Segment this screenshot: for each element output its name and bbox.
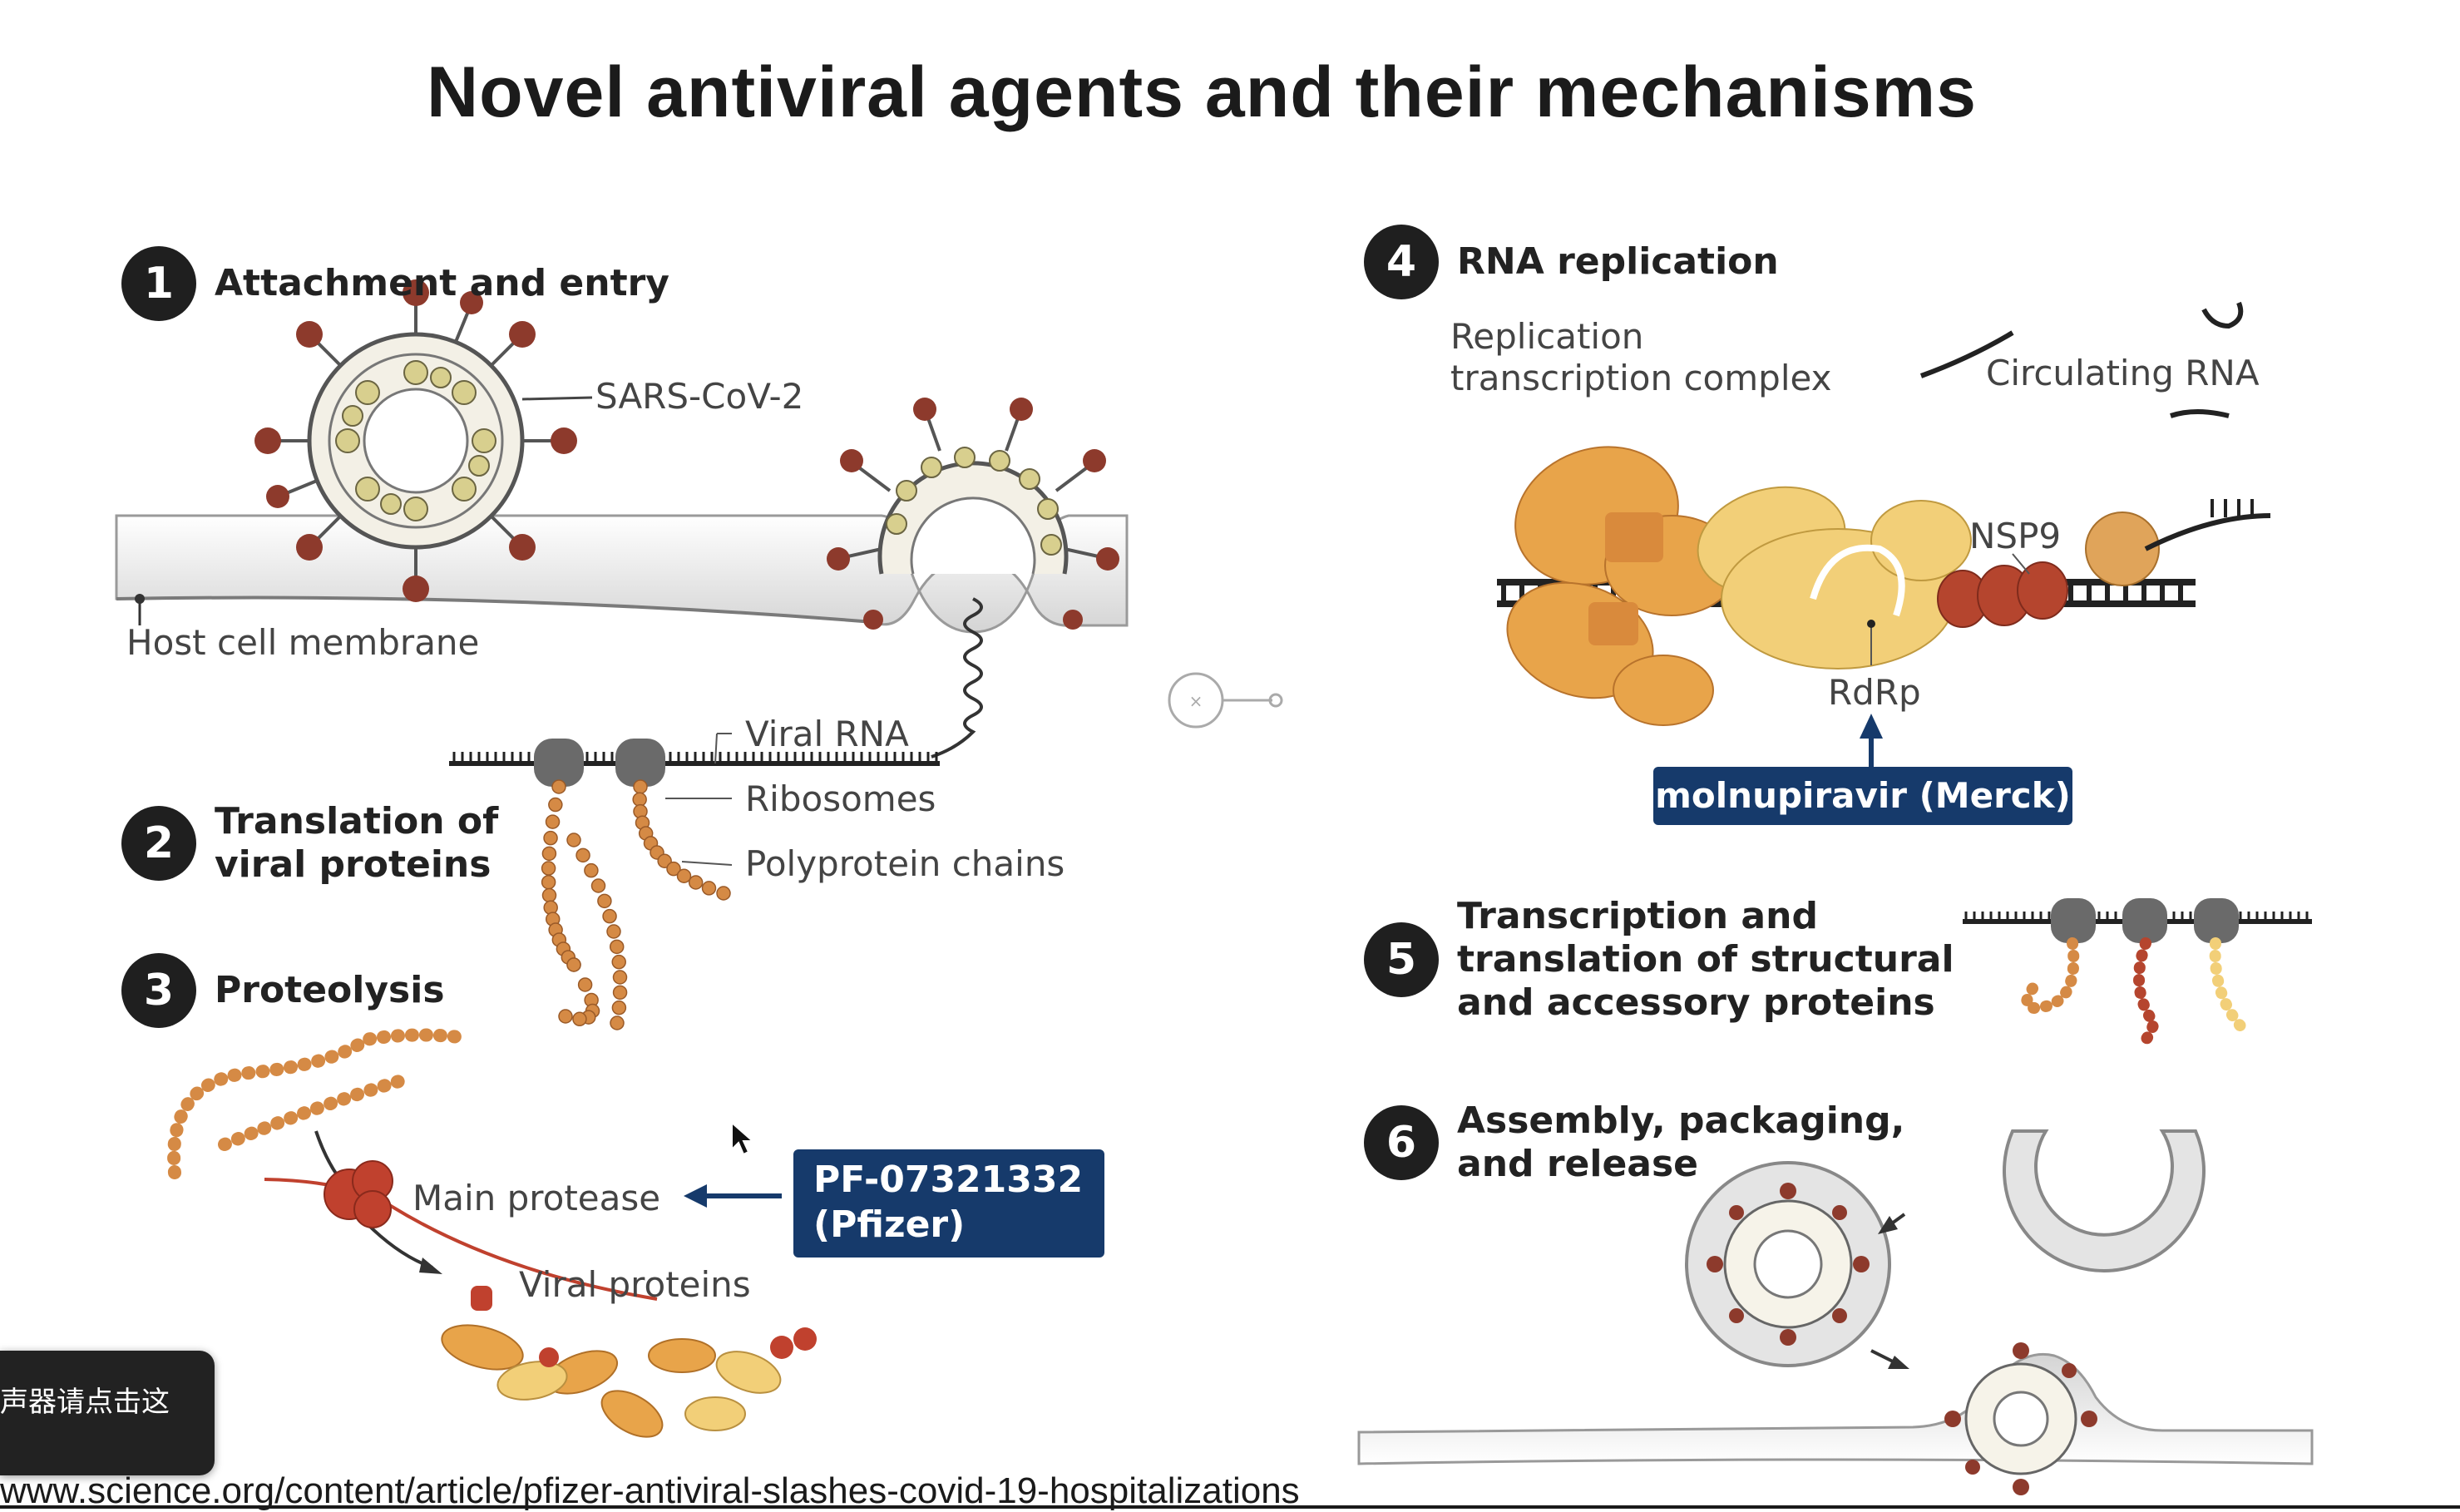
step-5-label-line3: and accessory proteins xyxy=(1457,981,1935,1024)
label-rdrp: RdRp xyxy=(1828,672,1921,713)
circulating-rna xyxy=(1919,301,2244,418)
step-5-label-line1: Transcription and xyxy=(1457,895,1818,937)
label-sars-cov-2: SARS-CoV-2 xyxy=(595,376,804,417)
step-5-label: Transcription and translation of structu… xyxy=(1457,895,1954,1025)
label-ribosomes: Ribosomes xyxy=(745,778,936,819)
step-4-number: 4 xyxy=(1364,225,1439,299)
source-url[interactable]: www.science.org/content/article/pfizer-a… xyxy=(0,1470,1300,1511)
step-5-label-line2: translation of structural xyxy=(1457,938,1954,981)
cleavage-line xyxy=(264,1178,658,1301)
drug-pfizer-name: PF-07321332 xyxy=(813,1159,1084,1201)
label-viral-rna: Viral RNA xyxy=(745,714,909,754)
fusing-virion xyxy=(827,398,1119,630)
step-4-label: RNA replication xyxy=(1457,240,1779,283)
bottom-divider xyxy=(0,1505,2460,1509)
label-main-protease: Main protease xyxy=(412,1178,661,1218)
step-5: 5 Transcription and translation of struc… xyxy=(1364,895,1954,1025)
ribosomes xyxy=(534,739,665,787)
drug-pfizer-company: (Pfizer) xyxy=(813,1203,966,1246)
main-protease-enzyme xyxy=(324,1160,393,1228)
label-nsp9: NSP9 xyxy=(1969,516,2062,556)
label-host-cell-membrane: Host cell membrane xyxy=(126,622,480,663)
media-slider-handle[interactable] xyxy=(1268,693,1283,708)
toast-text: 声器请点击这 xyxy=(0,1386,170,1419)
media-control-widget[interactable]: × xyxy=(1166,672,1291,730)
label-replication-line1: Replication xyxy=(1450,316,1644,357)
drug-box-merck: molnupiravir (Merck) xyxy=(1653,767,2072,825)
step-3-number: 3 xyxy=(121,953,196,1028)
step-6-number: 6 xyxy=(1364,1105,1439,1180)
step-6-label-line2: and release xyxy=(1457,1143,1699,1185)
step-2-label-line2: viral proteins xyxy=(215,843,492,886)
step-1: 1 Attachment and entry xyxy=(121,246,669,321)
step-1-label: Attachment and entry xyxy=(215,262,669,304)
step-2-label-line1: Translation of xyxy=(215,800,499,842)
step-3-label: Proteolysis xyxy=(215,969,445,1011)
step-1-number: 1 xyxy=(121,246,196,321)
step-2-label: Translation of viral proteins xyxy=(215,800,498,887)
drug-box-pfizer: PF-07321332 (Pfizer) xyxy=(793,1149,1104,1258)
sars-cov-2-virion xyxy=(254,279,577,602)
slide-title: Novel antiviral agents and their mechani… xyxy=(427,52,1977,132)
label-replication-complex: Replication transcription complex xyxy=(1450,316,1831,399)
viral-rna-coil xyxy=(931,597,983,758)
step-2-number: 2 xyxy=(121,806,196,881)
step-6-label: Assembly, packaging, and release xyxy=(1457,1099,1904,1186)
label-replication-line2: transcription complex xyxy=(1450,358,1832,398)
translation-strand xyxy=(1963,898,2312,1048)
svg-text:×: × xyxy=(1189,691,1203,711)
label-viral-proteins: Viral proteins xyxy=(519,1264,751,1305)
label-circulating-rna: Circulating RNA xyxy=(1986,353,2260,393)
step-6: 6 Assembly, packaging, and release xyxy=(1364,1099,1904,1186)
assembly-vesicles xyxy=(1357,1129,2314,1495)
viral-protein-fragments xyxy=(441,1324,817,1438)
step-5-number: 5 xyxy=(1364,922,1439,997)
step-2: 2 Translation of viral proteins xyxy=(121,800,498,887)
mrna-strand xyxy=(449,752,940,766)
notification-toast[interactable]: 声器请点击这 xyxy=(0,1351,215,1475)
step-3: 3 Proteolysis xyxy=(121,953,445,1028)
step-6-label-line1: Assembly, packaging, xyxy=(1457,1099,1905,1142)
step-4: 4 RNA replication xyxy=(1364,225,1779,299)
mouse-cursor-icon xyxy=(731,1121,755,1156)
polyprotein-chains xyxy=(541,779,731,1030)
label-polyprotein-chains: Polyprotein chains xyxy=(745,843,1065,884)
replication-complex xyxy=(1497,446,2271,767)
